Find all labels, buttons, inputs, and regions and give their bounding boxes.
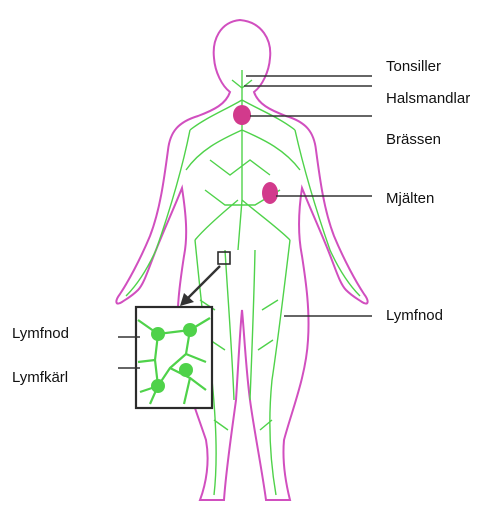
zoom-source-square [218,252,230,264]
label-lymfnod-left: Lymfnod [12,325,69,342]
thymus-organ [233,105,251,125]
label-lymfkarl: Lymfkärl [12,369,68,386]
zoom-arrow [188,266,220,298]
zoom-node-1 [151,327,165,341]
zoom-node-4 [151,379,165,393]
zoom-node-2 [183,323,197,337]
zoom-node-3 [179,363,193,377]
label-mjalten: Mjälten [386,190,434,207]
label-halsmandlar: Halsmandlar [386,90,470,107]
label-tonsiller: Tonsiller [386,58,441,75]
lymph-network [126,70,360,495]
label-lymfnod-right: Lymfnod [386,307,443,324]
spleen-organ [262,182,278,204]
zoom-box [136,307,212,408]
label-brassen: Brässen [386,131,441,148]
